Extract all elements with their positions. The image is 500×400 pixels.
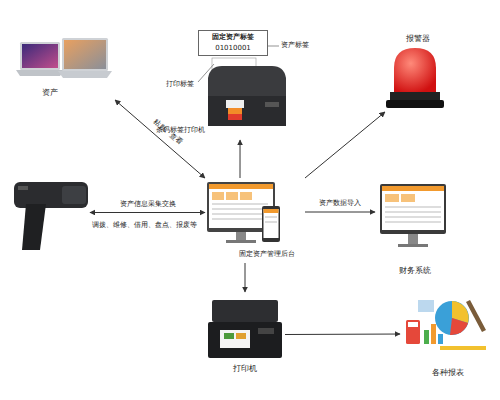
leader-line: [268, 46, 279, 47]
connector-arrow: [305, 212, 375, 213]
annotation-label: 资产标签: [281, 41, 309, 49]
asset-node: 资产: [10, 30, 115, 100]
node-caption: 各种报表: [400, 368, 495, 377]
connector-arrow: [240, 140, 241, 178]
alarm-light-icon: [386, 48, 444, 108]
label-printer-icon: [208, 58, 286, 126]
node-caption: 打印机: [205, 364, 285, 373]
rfid-reader-icon: [14, 182, 88, 250]
asset-label-sticker: 固定资产标签 01010001: [198, 30, 268, 56]
reports-icon: [406, 300, 486, 350]
connector-arrow: [115, 100, 205, 178]
reader-node: [10, 175, 90, 250]
edge-label: 资产信息采集交换: [120, 199, 176, 207]
leader-line: [198, 64, 214, 82]
node-caption: 报警器: [385, 34, 450, 43]
reports-node: 各种报表: [400, 292, 495, 382]
connector-arrow: [285, 334, 400, 335]
node-caption: 资产: [30, 88, 70, 97]
printer-node: 打印机: [205, 292, 285, 377]
finance-monitor-icon: [380, 184, 446, 247]
connector-arrow: [245, 263, 246, 292]
node-caption: 01010001: [199, 44, 267, 52]
node-caption: 固定资产管理后台: [227, 250, 307, 258]
printer-icon: [208, 300, 282, 358]
backend-node: 固定资产管理后台: [205, 178, 305, 263]
edge-label: 资产数据导入: [319, 199, 361, 207]
laptop-icon: [16, 38, 112, 78]
finance-node: 财务系统: [375, 180, 455, 280]
computer-icon: [207, 182, 280, 243]
annotation-label: 调拨、维修、借用、盘点、报废等: [92, 221, 197, 229]
annotation-label: 打印标签: [166, 80, 194, 88]
node-caption: 财务系统: [375, 266, 455, 275]
connector-arrow: [90, 212, 205, 213]
node-caption: 固定资产标签: [199, 33, 267, 41]
connector-arrow: [305, 112, 385, 178]
alarm-node: 报警器: [385, 32, 450, 112]
